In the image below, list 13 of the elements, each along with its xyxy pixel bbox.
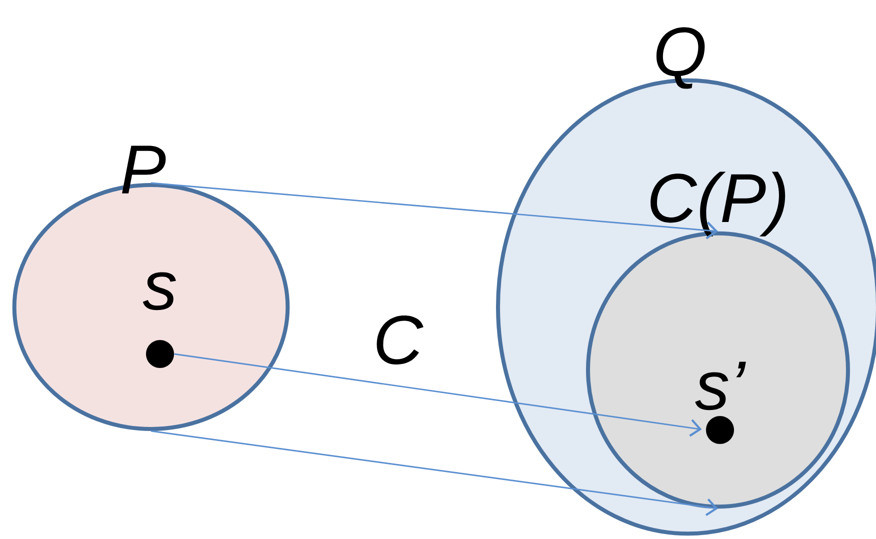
- map-label: C: [376, 315, 424, 365]
- point-label: s’: [695, 362, 746, 410]
- arrow: [150, 182, 718, 240]
- arrow: [150, 430, 718, 516]
- arrow: [174, 353, 702, 437]
- set-label: P: [122, 146, 166, 194]
- point-dot: [695, 362, 746, 444]
- point-dot: [142, 272, 176, 368]
- set-label: C(P): [650, 172, 786, 236]
- set-ellipse: [12, 146, 290, 431]
- set-circle: [586, 172, 850, 509]
- point-label: s: [142, 272, 176, 310]
- set-label: Q: [656, 27, 705, 89]
